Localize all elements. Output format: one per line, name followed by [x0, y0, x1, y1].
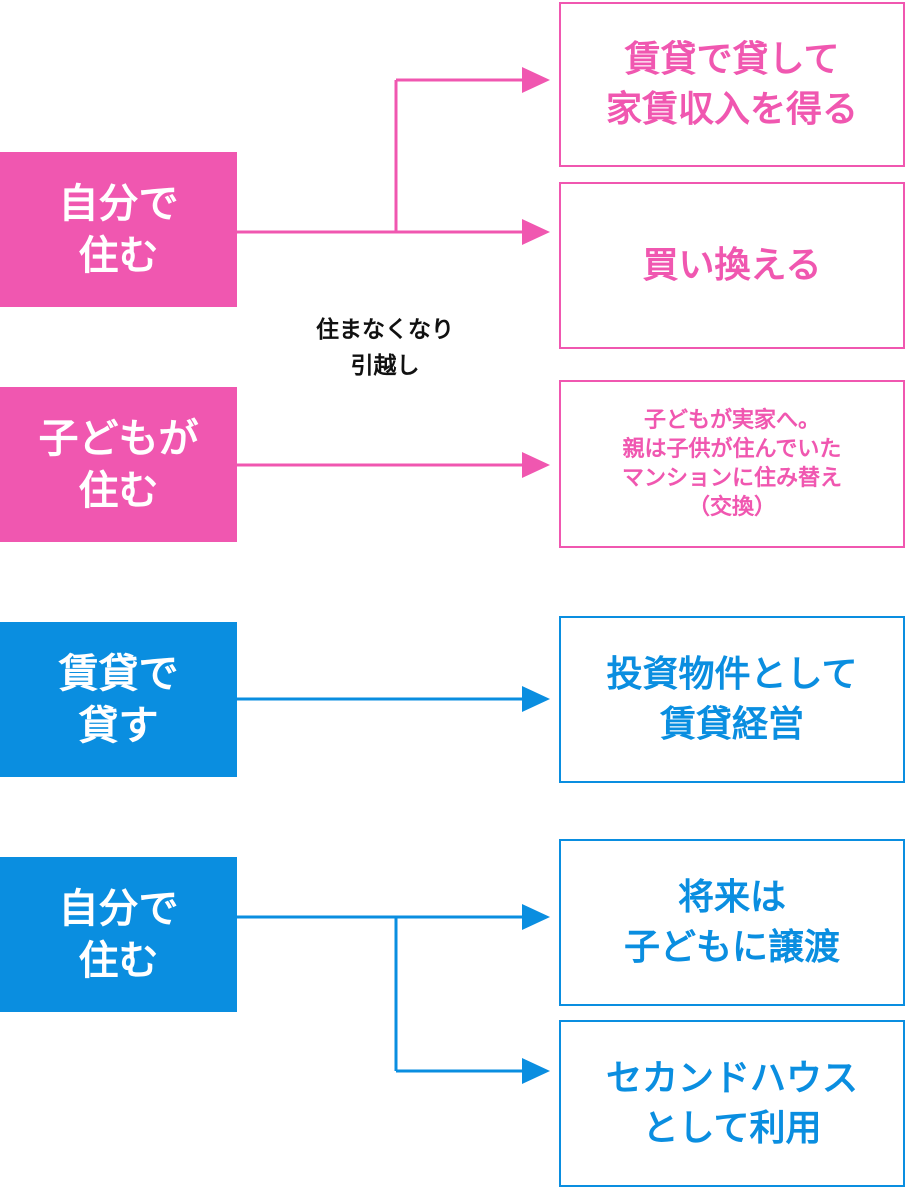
arrowhead-icon [522, 452, 550, 478]
target-box-rent-income: 賃貸で貸して 家賃収入を得る [559, 2, 905, 167]
arrowhead-icon [522, 1058, 550, 1084]
target-box-investment: 投資物件として 賃貸経営 [559, 616, 905, 783]
target-box-second-house: セカンドハウス として利用 [559, 1020, 905, 1187]
move-out-note: 住まなくなり 引越し [316, 317, 454, 379]
source-box-child-live: 子どもが 住む [0, 387, 237, 542]
target-box-house-swap: 子どもが実家へ。 親は子供が住んでいた マンションに住み替え （交換） [559, 380, 905, 548]
arrowhead-icon [522, 67, 550, 93]
target-box-transfer-to-child: 将来は 子どもに譲渡 [559, 839, 905, 1006]
source-box-self-live-blue: 自分で 住む [0, 857, 237, 1012]
arrowhead-icon [522, 219, 550, 245]
arrowhead-icon [522, 686, 550, 712]
arrowhead-icon [522, 904, 550, 930]
source-box-self-live-pink: 自分で 住む [0, 152, 237, 307]
target-box-replace-purchase: 買い換える [559, 182, 905, 349]
source-box-rent-out: 賃貸で 貸す [0, 622, 237, 777]
